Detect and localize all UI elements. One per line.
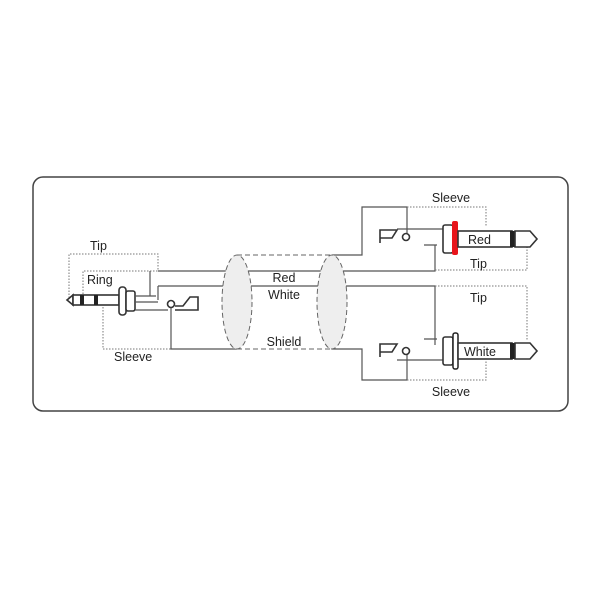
bottom-color-label: White (464, 345, 496, 359)
bottom-tip-label: Tip (470, 291, 487, 305)
left-tip-label: Tip (90, 239, 107, 253)
left-ring-label: Ring (87, 273, 113, 287)
left-plug-guides (68, 253, 171, 350)
white-wire-label: White (268, 288, 300, 302)
top-color-label: Red (468, 233, 491, 247)
shielded-cable (221, 254, 348, 350)
shield-label: Shield (267, 335, 302, 349)
top-mono-plug (379, 206, 539, 271)
bottom-sleeve-label: Sleeve (432, 385, 470, 399)
top-sleeve-label: Sleeve (432, 191, 470, 205)
red-wire-label: Red (273, 271, 296, 285)
bottom-mono-plug (379, 285, 539, 381)
top-tip-label: Tip (470, 257, 487, 271)
left-sleeve-label: Sleeve (114, 350, 152, 364)
red-collar (452, 221, 458, 255)
diagram-frame (32, 176, 569, 412)
left-stereo-plug (65, 286, 199, 316)
